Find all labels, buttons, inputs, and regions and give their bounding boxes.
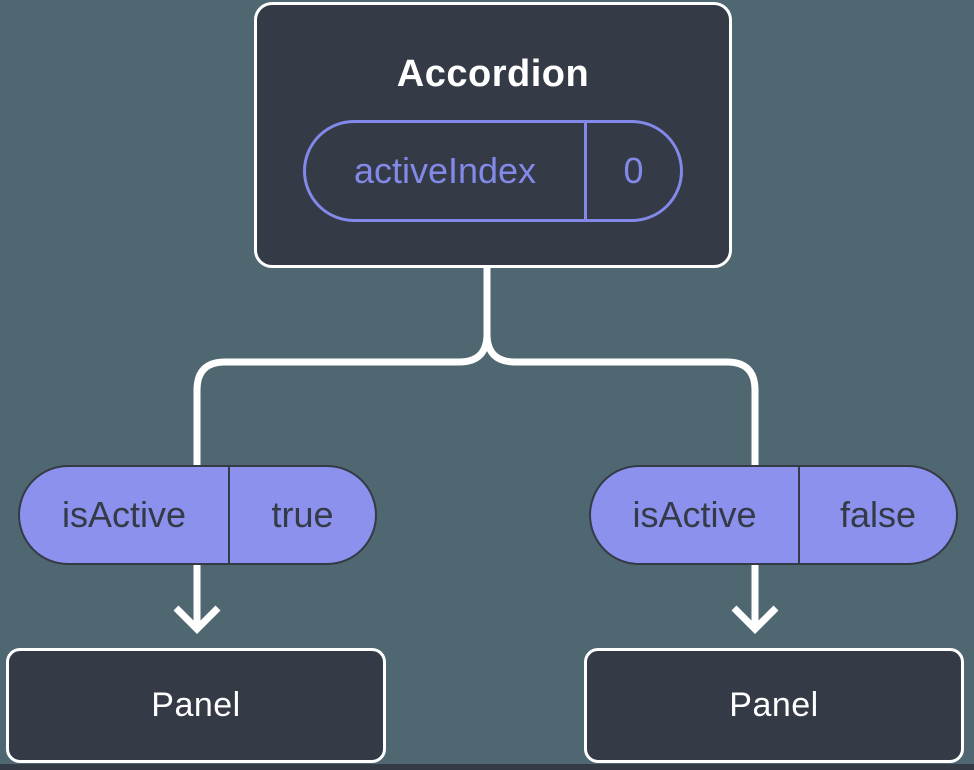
accordion-node: Accordion activeIndex 0 [254, 2, 732, 268]
state-pill-name: activeIndex [353, 149, 537, 191]
prop-pill-name: isActive [61, 494, 187, 535]
prop-pill-value: false [839, 494, 917, 535]
panel-node-title: Panel [151, 686, 241, 724]
state-pill-value: 0 [623, 149, 644, 191]
prop-pill-name: isActive [632, 494, 757, 535]
panel-node-left: Panel [6, 648, 386, 763]
panel-node-title: Panel [729, 686, 819, 724]
branch-line-left [193, 268, 491, 625]
prop-pill-divider [228, 467, 230, 563]
state-pill-activeindex: activeIndex 0 [303, 119, 683, 222]
prop-pill-isactive-false: isActive false [589, 465, 958, 565]
prop-pill-divider [798, 467, 800, 563]
arrow-down-icon-left [173, 605, 221, 634]
prop-pill-value: true [271, 494, 334, 535]
bottom-edge-strip [0, 764, 974, 770]
accordion-node-title: Accordion [396, 53, 590, 95]
branch-line-right [483, 268, 759, 625]
arrow-down-icon-right [731, 605, 779, 634]
state-pill-divider [584, 122, 587, 219]
panel-node-right: Panel [584, 648, 964, 763]
prop-pill-isactive-true: isActive true [18, 465, 377, 565]
